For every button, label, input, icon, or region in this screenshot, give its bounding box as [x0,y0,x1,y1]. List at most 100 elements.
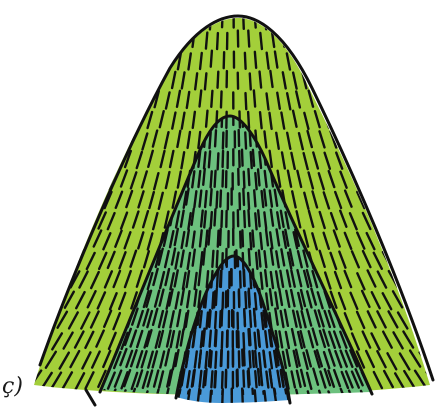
foliation-dash [119,390,125,406]
foliation-dash [188,12,190,28]
foliation-dash [142,11,147,27]
foliation-dash [115,71,121,87]
foliation-dash [383,53,392,69]
foliation-dash [211,51,212,67]
foliation-dash [97,131,104,147]
foliation-dash [399,191,408,207]
foliation-dash [255,293,256,309]
foliation-dash [200,11,202,27]
foliation-dash [205,73,206,89]
foliation-dash [426,211,437,227]
foliation-dash [81,152,89,168]
foliation-dash [118,111,124,127]
foliation-dash [47,271,57,287]
foliation-dash [103,33,110,49]
foliation-dash [75,213,83,229]
foliation-dash [35,111,46,127]
foliation-dash [410,271,420,287]
foliation-dash [37,192,47,208]
foliation-dash [210,189,211,205]
foliation-dash [222,372,223,388]
foliation-dash [30,93,41,109]
foliation-dash [220,229,221,245]
foliation-dash [223,293,224,309]
foliation-dash [253,150,254,166]
foliation-dash [292,32,295,48]
foliation-dash [103,151,110,167]
foliation-dash [260,33,262,49]
foliation-dash [426,251,437,267]
foliation-dash [74,92,82,108]
foliation-dash [382,91,390,107]
foliation-dash [210,331,211,347]
foliation-dash [399,33,408,49]
foliation-dash [86,93,94,109]
foliation-dash [82,193,90,209]
foliation-dash [378,72,386,88]
foliation-dash [421,273,432,289]
foliation-dash [350,52,357,68]
foliation-dash [275,13,277,29]
foliation-dash [113,32,119,48]
foliation-dash [425,13,436,29]
foliation-dash [250,73,251,89]
foliation-dash [406,212,416,228]
foliation-dash [217,251,218,267]
foliation-dash [255,351,256,367]
foliation-dash [211,91,212,107]
foliation-dash [149,71,153,87]
foliation-dash [53,12,63,28]
foliation-dash [59,233,68,249]
foliation-dash [37,312,47,328]
foliation-dash [223,171,224,187]
foliation-dash [58,113,67,129]
foliation-dash [109,91,116,107]
foliation-dash [368,73,376,89]
foliation-dash [29,133,40,149]
foliation-dash [258,210,259,226]
foliation-dash [132,12,137,28]
foliation-dash [57,153,66,169]
foliation-dash [99,92,106,108]
foliation-dash [220,191,221,207]
foliation-dash [349,391,356,407]
foliation-dash [81,72,89,88]
foliation-dash [255,371,256,387]
foliation-dash [351,133,358,149]
foliation-dash [29,171,40,187]
foliation-dash [259,353,261,369]
foliation-dash [223,151,224,167]
foliation-dash [52,133,62,149]
foliation-dash [58,271,67,287]
foliation-dash [411,32,421,48]
foliation-dash [426,131,437,147]
foliation-dash [388,33,397,49]
foliation-dash [383,173,392,189]
foliation-dash [361,391,368,407]
foliation-dash [356,31,363,47]
foliation-dash [25,192,36,208]
foliation-dash [23,311,34,327]
foliation-dash [23,71,34,87]
foliation-dash [126,32,132,48]
foliation-dash [220,311,221,327]
foliation-dash [25,153,36,169]
foliation-dash [52,51,62,67]
foliation-dash [217,192,218,208]
foliation-dash [116,111,122,127]
foliation-dash [254,190,255,206]
foliation-dash [166,53,170,69]
foliation-dash [170,33,173,49]
foliation-dash [248,193,249,209]
foliation-dash [398,71,407,87]
foliation-dash [207,271,208,287]
foliation-dash [53,213,63,229]
foliation-dash [248,169,249,185]
foliation-dash [98,52,105,68]
foliation-dash [383,13,392,29]
foliation-dash [211,171,212,187]
foliation-dash [394,12,403,28]
foliation-dash [346,72,352,88]
foliation-dash [103,111,110,127]
